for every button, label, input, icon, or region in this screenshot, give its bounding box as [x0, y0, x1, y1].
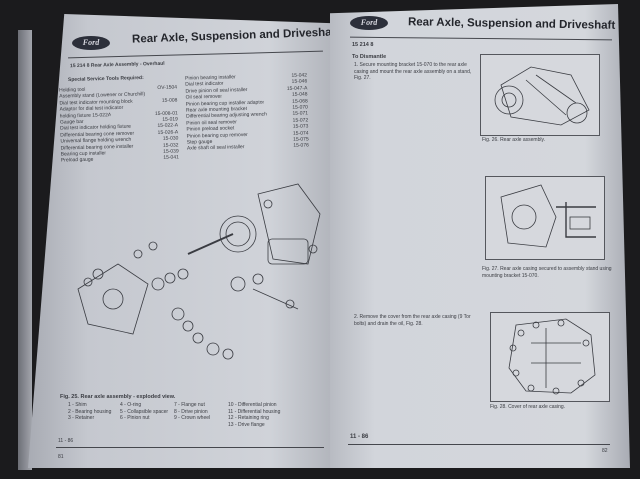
divider — [68, 50, 323, 59]
legend-item: 9 - Crown wheel — [174, 415, 211, 421]
step-1: 1. Secure mounting bracket 15-070 to the… — [354, 62, 472, 81]
legend-item: 11 - Differential housing — [228, 408, 281, 415]
fig27-casing-on-stand-illustration — [485, 176, 605, 260]
tool-name: Axle shaft oil seal installer — [186, 144, 245, 153]
tools-heading: Special Service Tools Required: — [67, 75, 144, 83]
legend-item: 4 - O-ring — [120, 402, 142, 408]
tool-code: OV-1504 — [157, 84, 178, 91]
legend-item: 5 - Collapsible spacer — [120, 408, 169, 415]
legend-item: 3 - Retainer — [68, 415, 95, 421]
legend-item: 2 - Bearing housing — [68, 408, 112, 415]
section-heading: 15 214 8 Rear Axle Assembly - Overhaul — [69, 60, 165, 70]
divider — [350, 36, 612, 41]
exploded-view-illustration — [77, 183, 321, 360]
fig28-caption: Fig. 28. Cover of rear axle casing. — [490, 404, 566, 410]
fig27-caption: Fig. 27. Rear axle casing secured to ass… — [482, 266, 612, 279]
footer-ref: 11 - 86 — [350, 434, 369, 440]
legend-item: 8 - Drive pinion — [174, 408, 208, 415]
page-title: Rear Axle, Suspension and Driveshaft — [131, 26, 340, 46]
subheading: To Dismantle — [352, 54, 387, 60]
fig28-casing-cover-illustration — [490, 312, 610, 402]
legend-item: 1 - Shim — [68, 402, 87, 408]
section-number: 15 214 8 — [352, 42, 374, 48]
tool-code: 15-008 — [161, 97, 178, 104]
footer-rule — [348, 444, 610, 445]
footer-ref: 11 - 86 — [58, 438, 74, 444]
legend-item: 13 - Drive flange — [228, 421, 265, 428]
tool-name: Preload gauge — [60, 157, 94, 165]
legend-item: 7 - Flange nut — [174, 402, 205, 408]
footer-rule — [56, 447, 324, 448]
left-page: Ford Rear Axle, Suspension and Driveshaf… — [28, 14, 330, 468]
fig26-caption: Fig. 26. Rear axle assembly. — [482, 137, 545, 143]
figure-caption: Fig. 25. Rear axle assembly - exploded v… — [60, 394, 176, 400]
ford-logo: Ford — [72, 36, 110, 50]
step-2: 2. Remove the cover from the rear axle c… — [354, 314, 471, 327]
page-number: 82 — [602, 448, 608, 454]
tool-code: 15-076 — [293, 142, 309, 150]
page-number: 81 — [58, 454, 64, 460]
legend-item: 6 - Pinion nut — [120, 415, 150, 421]
tool-code: 15-041 — [163, 154, 179, 162]
legend-item: 10 - Differential pinion — [228, 402, 277, 408]
page-title: Rear Axle, Suspension and Driveshaft — [407, 16, 616, 32]
book-page-edges — [18, 30, 32, 470]
ford-logo: Ford — [350, 16, 388, 30]
legend-item: 12 - Retaining ring — [228, 415, 269, 421]
fig26-rear-axle-illustration — [480, 54, 600, 136]
right-page: Ford Rear Axle, Suspension and Driveshaf… — [330, 4, 630, 468]
